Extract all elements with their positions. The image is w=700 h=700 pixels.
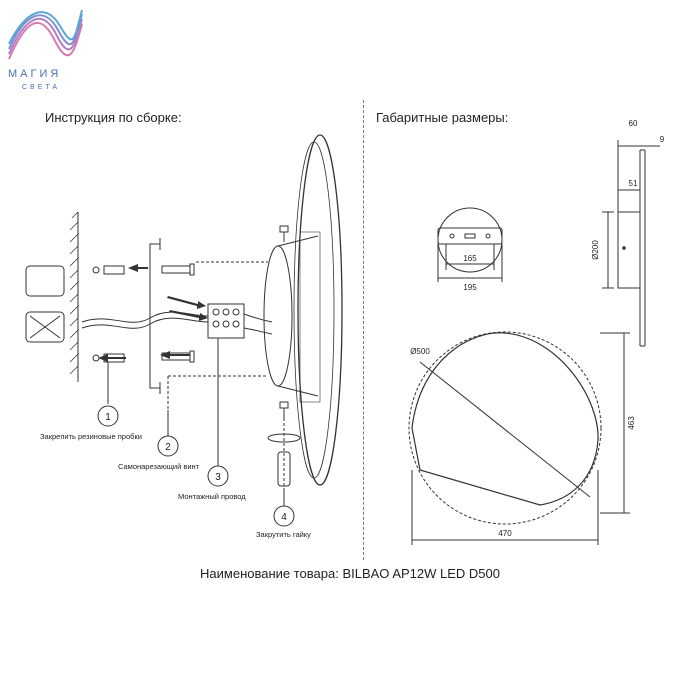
dim-mount-outer: 195 [463, 283, 477, 292]
dim-depth: 60 [629, 119, 638, 128]
step-3-label: Монтажный провод [178, 492, 246, 501]
assembly-diagram: 1 2 3 4 [25, 134, 343, 527]
dimensions-title: Габаритные размеры: [376, 110, 509, 125]
wave-logo-icon [8, 9, 83, 60]
dim-mount-inner: 165 [463, 254, 477, 263]
wall-hatching [69, 211, 79, 375]
logo-name: МАГИЯ [8, 68, 62, 80]
arrow-icon [98, 354, 126, 362]
dim-width: 470 [498, 529, 512, 538]
step-1-label: Закрепить резиновые пробки [40, 432, 142, 441]
arrow-icon [128, 264, 148, 272]
step-4-number: 4 [281, 512, 287, 523]
step-4-label: Закрутить гайку [256, 530, 311, 539]
dimensions-diagram: 60 9 51 Ø200 165 195 Ø500 463 470 [408, 119, 665, 545]
dim-diameter: Ø500 [410, 347, 430, 356]
assembly-title: Инструкция по сборке: [45, 110, 182, 125]
step-2-label: Самонарезающий винт [118, 462, 200, 471]
step-3-number: 3 [215, 472, 221, 483]
arrow-icon [160, 351, 190, 359]
product-label: Наименование товара: BILBAO AP12W LED D5… [200, 566, 500, 581]
dim-thickness: 9 [660, 135, 665, 144]
logo-sub: СВЕТА [22, 84, 61, 91]
step-1-number: 1 [105, 412, 111, 423]
brand-logo: МАГИЯ СВЕТА [4, 4, 84, 100]
dim-height: 463 [627, 416, 636, 430]
arrow-icon [169, 310, 208, 321]
dim-body-depth: 51 [629, 179, 638, 188]
arrow-icon [167, 296, 206, 309]
dim-body-diameter: Ø200 [591, 240, 600, 260]
step-2-number: 2 [165, 442, 171, 453]
section-divider [363, 100, 364, 560]
